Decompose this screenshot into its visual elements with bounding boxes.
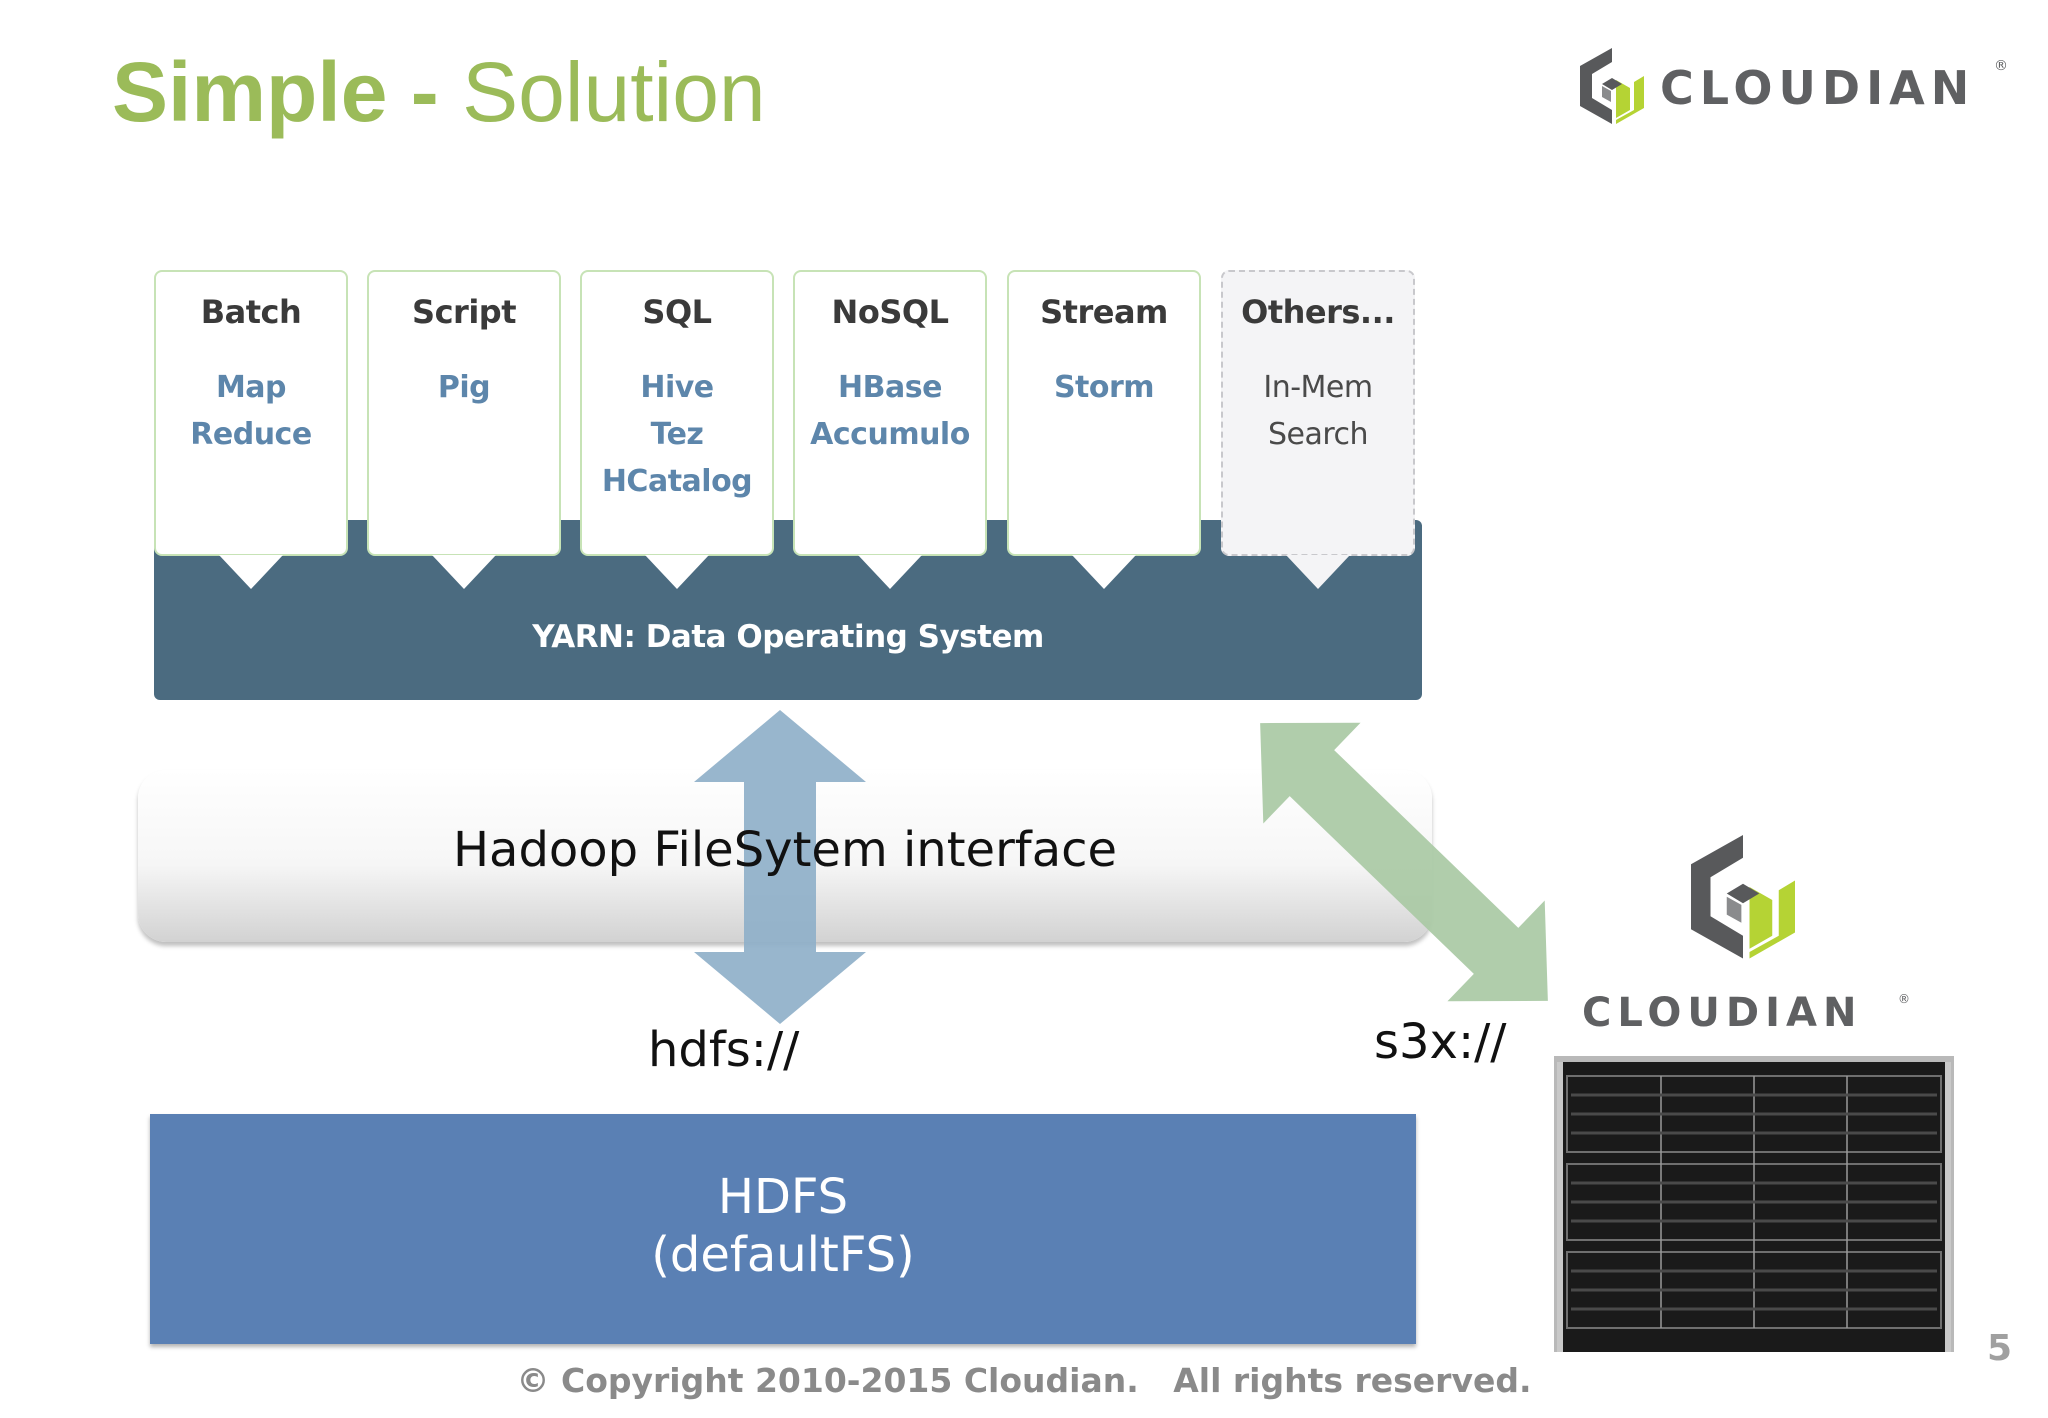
cloudian-cube-icon [1580,48,1644,124]
yarn-tile-notch [1286,555,1350,589]
yarn-tile-heading: SQL [642,293,712,331]
server-drive-bays [1557,1062,1951,1352]
yarn-tile-item: In-Mem [1263,370,1373,405]
yarn-tile-item: HBase [838,370,942,405]
yarn-tile-item: Storm [1053,370,1155,405]
storage-server-rack [1554,1056,1954,1352]
page-number: 5 [1986,1328,2012,1369]
cloudian-wordmark: CLOUDIAN [1660,61,1976,115]
yarn-tile-item: Hive [640,370,714,405]
s3x-protocol-label: s3x:// [1374,1014,1507,1070]
yarn-tile-item: Reduce [190,417,312,452]
filesystem-interface-label: Hadoop FileSytem interface [452,822,1118,878]
slide-title-bold: Simple - [112,45,439,139]
hdfs-double-arrow [694,710,866,1024]
hdfs-label-line1: HDFS [717,1169,849,1225]
yarn-tile-item: Accumulo [810,417,970,452]
s3x-double-arrow [1260,722,1548,1002]
yarn-tile-heading: Others... [1241,293,1395,331]
yarn-tile-item: HCatalog [601,464,753,499]
hdfs-label: HDFS (defaultFS) [150,1164,1416,1294]
yarn-label: YARN: Data Operating System [532,619,1044,655]
yarn-tile-item: Map [215,370,287,405]
yarn-tile-item: Pig [437,370,491,405]
slide-title: Simple - Solution [112,42,766,142]
hdfs-box [150,1114,1416,1344]
cloudian-logo-server: CLOUDIAN ® [1578,830,1998,1040]
yarn-tile-heading: Script [412,293,516,331]
yarn-tile-heading: Stream [1040,293,1168,331]
yarn-tile-notch [645,555,709,589]
yarn-tile-item: Tez [650,417,704,452]
yarn-bar [154,520,1422,700]
cloudian-logo-top: CLOUDIAN ® [1572,44,2012,134]
yarn-tile-heading: NoSQL [831,293,949,331]
yarn-tile-heading: Batch [200,293,302,331]
cloudian-cube-large-icon [1691,835,1795,959]
registered-mark: ® [1994,58,2008,74]
yarn-tile-notch [219,555,283,589]
yarn-tile-notch [858,555,922,589]
yarn-tile-item: Search [1267,417,1369,452]
hdfs-protocol-label: hdfs:// [648,1022,800,1078]
yarn-tile-notch [432,555,496,589]
hdfs-label-line2: (defaultFS) [651,1227,915,1283]
cloudian-wordmark-large: CLOUDIAN [1582,990,1863,1036]
slide-title-light: Solution [462,45,766,139]
yarn-tile-notch [1072,555,1136,589]
copyright-footer: © Copyright 2010-2015 Cloudian. All righ… [516,1361,1532,1400]
registered-mark-large: ® [1898,992,1910,1006]
